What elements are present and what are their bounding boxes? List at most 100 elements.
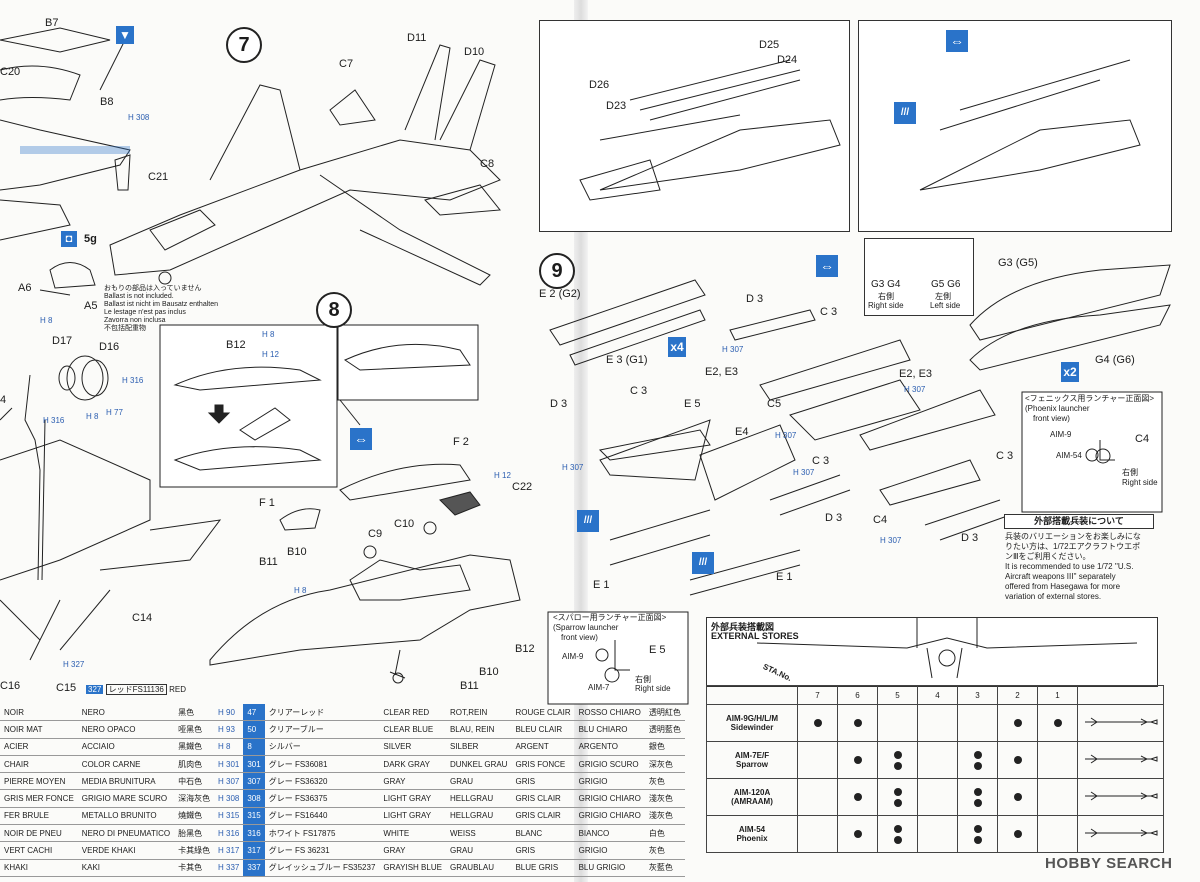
watermark: HOBBY SEARCH (1045, 855, 1173, 872)
station-cell (957, 778, 998, 816)
paint-h308: H 308 (128, 113, 150, 122)
part-c5: C5 (767, 398, 782, 410)
phoenix-jp: <フェニックス用ランチャー正面図> (1025, 394, 1155, 403)
paint-cell: GRIGIO CHIARO (574, 807, 645, 826)
step-9-circle: 9 (539, 253, 575, 289)
paint-cell: LIGHT GRAY (379, 807, 446, 826)
paint-alt-icon-2: /// (577, 510, 599, 532)
paint-cell: グレー FS36320 (264, 772, 380, 791)
paint-cell: 淺灰色 (644, 789, 685, 808)
station-cell (837, 815, 878, 853)
part-f2: F 2 (453, 436, 469, 448)
sparrow-aim9: AIM-9 (562, 652, 584, 661)
seeker-right-en: Right side (868, 301, 904, 310)
seeker-left-jp: 左側 (935, 292, 951, 301)
paint-cell: FER BRULE (0, 807, 78, 826)
sparrow-jp: <スパロー用ランチャー正面図> (553, 613, 667, 622)
part-d3-b: D 3 (550, 398, 568, 410)
part-d3-a: D 3 (746, 293, 764, 305)
paint-cell: LIGHT GRAY (379, 789, 446, 808)
station-cell (877, 778, 918, 816)
part-e2-e3-a: E2, E3 (705, 366, 739, 378)
ext-stores-title-jp: 外部兵装搭載図 (711, 622, 775, 632)
station-cell (797, 778, 838, 816)
ext-note-jp3: ンⅢをご利用ください。 (1005, 552, 1091, 561)
store-name-1: AIM-120A (733, 788, 771, 797)
ballast-note-en: Ballast is not included. (104, 293, 174, 300)
paint-cell: 315 (243, 807, 265, 826)
paint-cell: 卡其綠色 (174, 841, 215, 860)
paint-h307-f: H 307 (880, 536, 902, 545)
paint-cell: 307 (243, 772, 265, 791)
station-cell (957, 815, 998, 853)
store-name-1: AIM-7E/F (734, 751, 770, 760)
store-dot (813, 719, 822, 727)
paint-cell: SILVER (379, 738, 446, 756)
station-number: 6 (837, 685, 878, 705)
paint-cell: CLEAR BLUE (379, 720, 446, 739)
paint-cell: 灰色 (644, 772, 685, 791)
paint-h8: H 8 (40, 316, 53, 325)
paint-cell: 301 (243, 755, 265, 774)
paint-h327: H 327 (63, 660, 85, 669)
paint-h307-a: H 307 (722, 345, 744, 354)
paint-cell: 透明藍色 (644, 720, 685, 739)
phoenix-right-jp: 右側 (1122, 468, 1138, 477)
part-a6: A6 (18, 282, 32, 294)
quantity-x2: x2 (1061, 362, 1079, 382)
station-cell (1037, 815, 1078, 853)
part-c9: C9 (368, 528, 383, 540)
quantity-x4: x4 (668, 337, 686, 357)
store-dot (1013, 793, 1022, 801)
ballast-note-fr: Le lestage n'est pas inclus (104, 309, 186, 316)
paint-h307-b: H 307 (904, 385, 926, 394)
station-number: 4 (917, 685, 958, 705)
red-paint-code: 327 (86, 685, 104, 694)
paint-cell: H 337 (214, 859, 244, 877)
station-cell (1037, 741, 1078, 779)
paint-cell: GRIS (511, 841, 575, 860)
station-cell (917, 778, 958, 816)
paint-cell: BLANC (511, 824, 575, 843)
part-b11: B11 (259, 556, 278, 568)
paint-cell: GRIS (511, 772, 575, 791)
ext-note-en3: offered from Hasegawa for more (1005, 582, 1121, 591)
part-c14: C14 (132, 612, 153, 624)
paint-h8-c: H 8 (294, 586, 307, 595)
part-d23: D23 (606, 100, 627, 112)
paint-cell: NERO OPACO (77, 720, 175, 739)
part-c3-a: C 3 (820, 306, 838, 318)
part-d17: D17 (52, 335, 73, 347)
part-c20: C20 (0, 66, 21, 78)
weight-icon: ◘ (61, 231, 77, 247)
paint-cell: 銀色 (644, 738, 685, 756)
paint-h8-b: H 8 (86, 412, 99, 421)
paint-cell: クリアーブルー (264, 720, 380, 739)
paint-cell: 燒鐵色 (174, 807, 215, 826)
sparrow-aim7: AIM-7 (588, 683, 610, 692)
paint-cell: 肌肉色 (174, 755, 215, 774)
paint-cell: DUNKEL GRAU (445, 755, 512, 774)
top-right-missile-box (858, 20, 1172, 232)
paint-h307-c: H 307 (562, 463, 584, 472)
step-7-circle: 7 (226, 27, 262, 63)
store-dot (1013, 830, 1022, 838)
store-dot (973, 750, 982, 759)
store-name-2: Sidewinder (730, 723, 774, 732)
part-e3-g1: E 3 (G1) (606, 354, 648, 366)
paint-h8-step8: H 8 (262, 330, 275, 339)
store-name: AIM-120A(AMRAAM) (706, 778, 798, 816)
station-cell (997, 704, 1038, 742)
